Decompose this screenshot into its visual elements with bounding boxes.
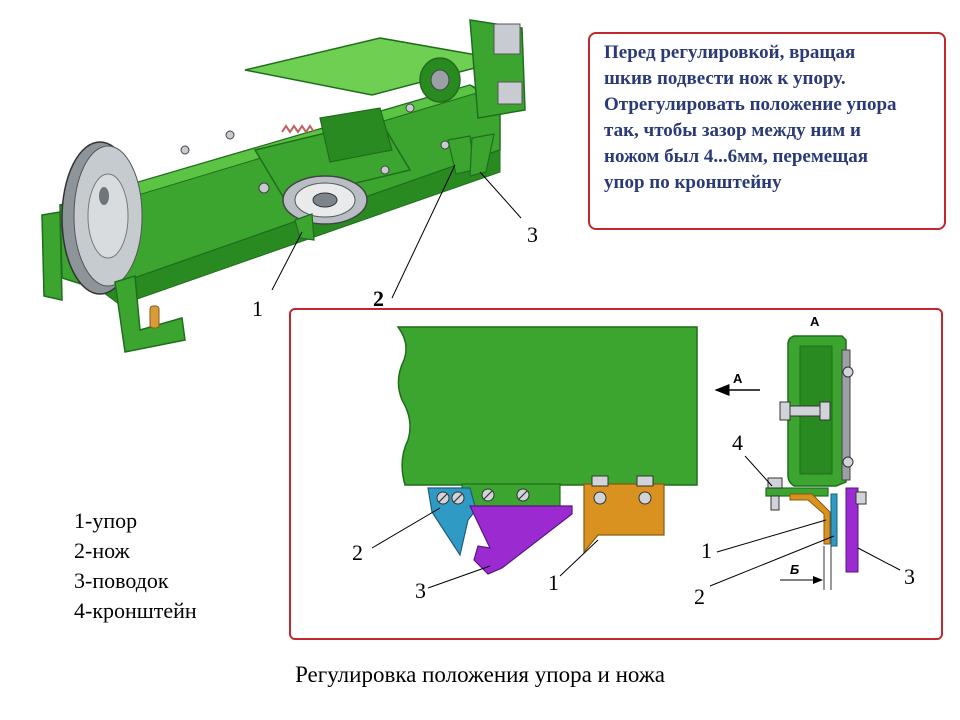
iso-label-2: 2	[373, 286, 384, 311]
section-label-2: 2	[694, 584, 705, 609]
iso-label-3: 3	[527, 222, 538, 247]
note-line: упор по кронштейну	[604, 172, 782, 193]
parts-legend: 1-упор 2-нож 3-поводок 4-кронштейн	[74, 506, 197, 626]
section-label-4: 4	[732, 430, 743, 455]
header-assembly-illustration	[41, 19, 526, 353]
detail-label-1: 1	[548, 570, 559, 595]
view-arrow-label: A	[733, 371, 743, 386]
note-line: Отрегулировать положение упора	[604, 94, 897, 115]
legend-item: 1-упор	[74, 508, 138, 533]
legend-item: 2-нож	[74, 538, 130, 563]
iso-label-1: 1	[252, 296, 263, 321]
note-line: ножом был 4...6мм, перемещая	[604, 146, 869, 167]
section-label-3: 3	[904, 564, 915, 589]
note-line: так, чтобы зазор между ним и	[604, 120, 861, 141]
section-view-label: A	[810, 314, 820, 329]
detail-label-3: 3	[415, 578, 426, 603]
note-line: Перед регулировкой, вращая	[604, 42, 856, 63]
figure-caption: Регулировка положения упора и ножа	[295, 662, 665, 687]
instruction-note: Перед регулировкой, вращая шкив подвести…	[588, 32, 946, 230]
gap-label: Б	[790, 562, 799, 577]
detail-label-2: 2	[352, 540, 363, 565]
section-label-1: 1	[701, 538, 712, 563]
section-view-a	[765, 335, 867, 590]
detail-front-view	[396, 326, 698, 575]
note-line: шкив подвести нож к упору.	[604, 68, 846, 89]
legend-item: 3-поводок	[74, 568, 169, 593]
legend-item: 4-кронштейн	[74, 598, 197, 623]
instruction-text: Перед регулировкой, вращая шкив подвести…	[604, 40, 940, 196]
detail-frame	[289, 308, 943, 640]
